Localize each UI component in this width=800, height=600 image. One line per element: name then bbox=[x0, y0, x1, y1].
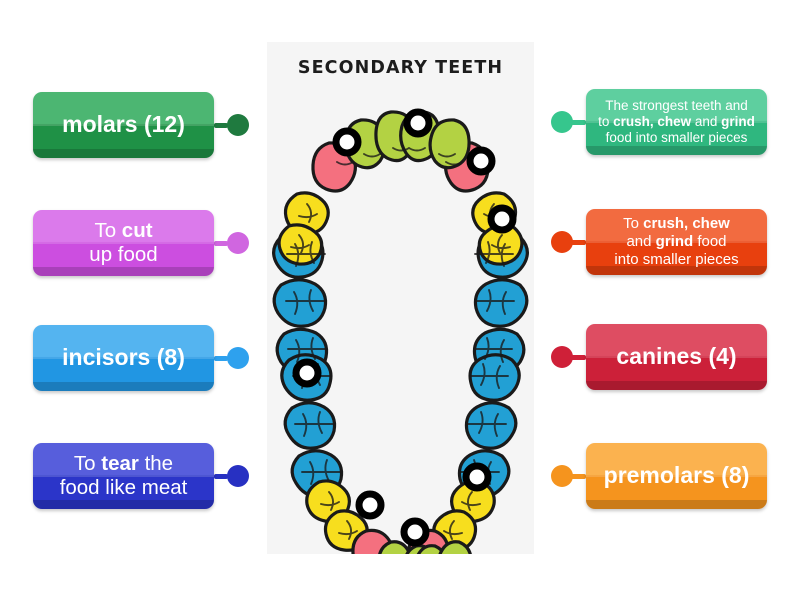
connector-dot-to-crush-chew-grind[interactable] bbox=[551, 231, 573, 253]
card-canines[interactable]: canines (4) bbox=[586, 324, 767, 390]
drop-zone-marker bbox=[466, 146, 496, 176]
card-label: incisors (8) bbox=[62, 344, 185, 371]
connector-line bbox=[565, 474, 586, 479]
card-molars[interactable]: molars (12) bbox=[33, 92, 214, 158]
connector-line bbox=[565, 355, 586, 360]
diagram-panel: SECONDARY TEETH bbox=[267, 42, 534, 554]
connector-dot-strongest-teeth[interactable] bbox=[551, 111, 573, 133]
connector-line bbox=[214, 123, 228, 128]
drop-zone-marker bbox=[355, 490, 385, 520]
drop-zone-marker bbox=[292, 358, 322, 388]
connector-line bbox=[214, 241, 228, 246]
drop-zone-marker bbox=[487, 204, 517, 234]
connector-dot-to-tear-food[interactable] bbox=[227, 465, 249, 487]
connector-dot-premolars-count[interactable] bbox=[551, 465, 573, 487]
diagram-title: SECONDARY TEETH bbox=[297, 58, 504, 78]
card-label: canines (4) bbox=[616, 343, 737, 370]
drop-zone-marker bbox=[462, 462, 492, 492]
connector-dot-to-cut-up-food[interactable] bbox=[227, 232, 249, 254]
tooth-incisor bbox=[378, 540, 472, 554]
drop-zone-marker bbox=[400, 517, 430, 547]
drop-zone-marker bbox=[332, 127, 362, 157]
connector-dot-canines-count[interactable] bbox=[551, 346, 573, 368]
secondary-teeth-illustration bbox=[272, 108, 529, 554]
card-label: molars (12) bbox=[62, 111, 185, 138]
drop-zone-marker bbox=[403, 108, 433, 138]
card-label: premolars (8) bbox=[603, 462, 750, 489]
connector-line bbox=[565, 240, 586, 245]
tooth-premolar bbox=[432, 479, 496, 552]
card-incisors[interactable]: incisors (8) bbox=[33, 325, 214, 391]
drop-zone-markers bbox=[292, 108, 517, 547]
connector-line bbox=[214, 356, 228, 361]
card-premolars[interactable]: premolars (8) bbox=[586, 443, 767, 509]
connector-dot-molars-count[interactable] bbox=[227, 114, 249, 136]
connector-line bbox=[214, 474, 228, 479]
connector-line bbox=[565, 120, 586, 125]
connector-dot-incisors-count[interactable] bbox=[227, 347, 249, 369]
